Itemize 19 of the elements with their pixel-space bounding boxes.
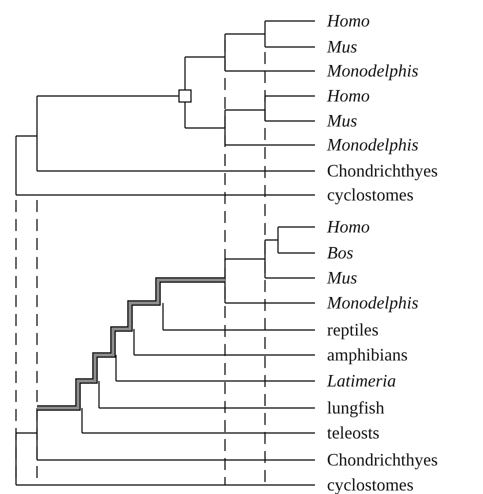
taxon-label: lungfish: [327, 399, 384, 417]
taxon-label: Chondrichthyes: [327, 162, 438, 180]
taxon-label: cyclostomes: [327, 186, 414, 204]
taxon-label: Chondrichthyes: [327, 451, 438, 469]
taxon-label: teleosts: [327, 424, 380, 442]
taxon-label: Homo: [327, 12, 370, 30]
taxon-label: Latimeria: [327, 372, 396, 390]
taxon-label: amphibians: [327, 346, 408, 364]
taxon-label: Mus: [327, 38, 358, 56]
taxon-label: Monodelphis: [327, 294, 418, 312]
taxon-label: Monodelphis: [327, 136, 418, 154]
taxon-label: Homo: [327, 218, 370, 236]
taxon-label: Mus: [327, 269, 358, 287]
taxon-label: Bos: [327, 244, 354, 262]
taxon-label: Monodelphis: [327, 62, 418, 80]
taxon-label: reptiles: [327, 321, 379, 339]
taxon-label: Homo: [327, 87, 370, 105]
taxon-label: cyclostomes: [327, 476, 414, 494]
taxon-label: Mus: [327, 112, 358, 130]
